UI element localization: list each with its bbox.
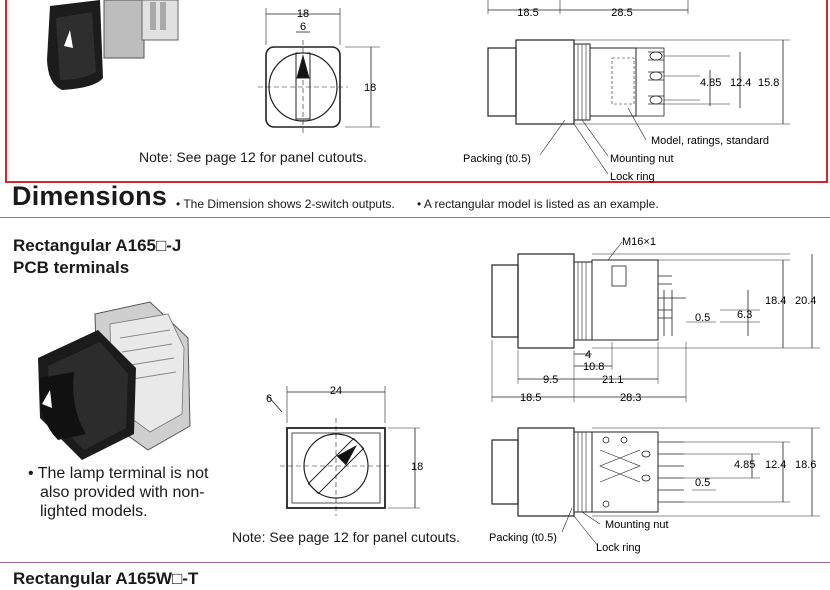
callout-packing: Packing (t0.5) [489,532,557,544]
top-section-frame [5,0,828,183]
panel-cutout-note: Note: See page 12 for panel cutouts. [232,529,461,545]
callout-lock-ring: Lock ring [596,542,641,554]
top-callout-lock-ring: Lock ring [610,171,655,183]
dim-18-5: 18.5 [520,392,541,404]
top-callout-mounting-nut: Mounting nut [610,153,674,165]
lamp-terminal-note-line1: • The lamp terminal is not [28,465,209,482]
switch-photo-top [47,0,179,90]
top-callout-packing: Packing (t0.5) [463,153,531,165]
top-cutout-height-label: 18 [364,82,376,94]
cutout-width-label: 24 [330,385,342,397]
top-dim-28-5: 28.5 [611,7,632,19]
top-panel-cutout-note: Note: See page 12 for panel cutouts. [139,149,368,165]
dim-10-8: 10.8 [583,361,604,373]
top-callout-model: Model, ratings, standard [651,135,769,147]
side-view-top [487,0,790,175]
cutout-height-label: 18 [411,461,423,473]
section-subtitle: PCB terminals [13,258,130,277]
top-cutout-inner-label: 6 [300,21,306,33]
section-title: Rectangular A165□-J [13,236,182,255]
next-section-divider [0,562,830,563]
upper-side-view [491,241,820,402]
lamp-terminal-note-line3: lighted models. [40,503,148,520]
section-divider [0,217,830,218]
top-section-drawings: 18 6 18 18.5 28.5 4.85 [47,0,790,183]
dim-18-6: 18.6 [795,459,816,471]
upper-pin-gap: 0.5 [695,312,710,324]
next-section-title: Rectangular A165W□-T [13,569,199,588]
top-dim-4-85: 4.85 [700,77,721,89]
top-dim-12-4: 12.4 [730,77,751,89]
callout-mounting-nut: Mounting nut [605,519,669,531]
top-dim-15-8: 15.8 [758,77,779,89]
dim-4: 4 [585,349,591,361]
lamp-terminal-note: • The lamp terminal is not also provided… [28,464,223,521]
lamp-terminal-note-line2: also provided with non- [40,484,205,501]
dim-18-4: 18.4 [765,295,786,307]
dim-9-5: 9.5 [543,374,558,386]
top-dim-18-5: 18.5 [517,7,538,19]
dim-4-85: 4.85 [734,459,755,471]
dimensions-note-rectangular: • A rectangular model is listed as an ex… [417,197,659,211]
lower-side-view [491,427,820,547]
dimensions-heading: Dimensions [12,181,168,211]
dim-20-4: 20.4 [795,295,816,307]
cutout-inner-label: 6 [266,393,272,405]
lower-pin-gap: 0.5 [695,477,710,489]
switch-photo [38,301,191,460]
cutout-front-view-top [258,8,380,134]
thread-label: M16×1 [622,236,656,248]
dim-28-3: 28.3 [620,392,641,404]
cutout-front-view [267,386,420,516]
dim-21-1: 21.1 [602,374,623,386]
dim-12-4: 12.4 [765,459,786,471]
top-cutout-width-label: 18 [297,8,309,20]
dim-6-3: 6.3 [737,309,752,321]
section-drawings: 24 6 18 M16×1 [38,236,820,554]
dimensions-note-outputs: • The Dimension shows 2-switch outputs. [176,197,395,211]
